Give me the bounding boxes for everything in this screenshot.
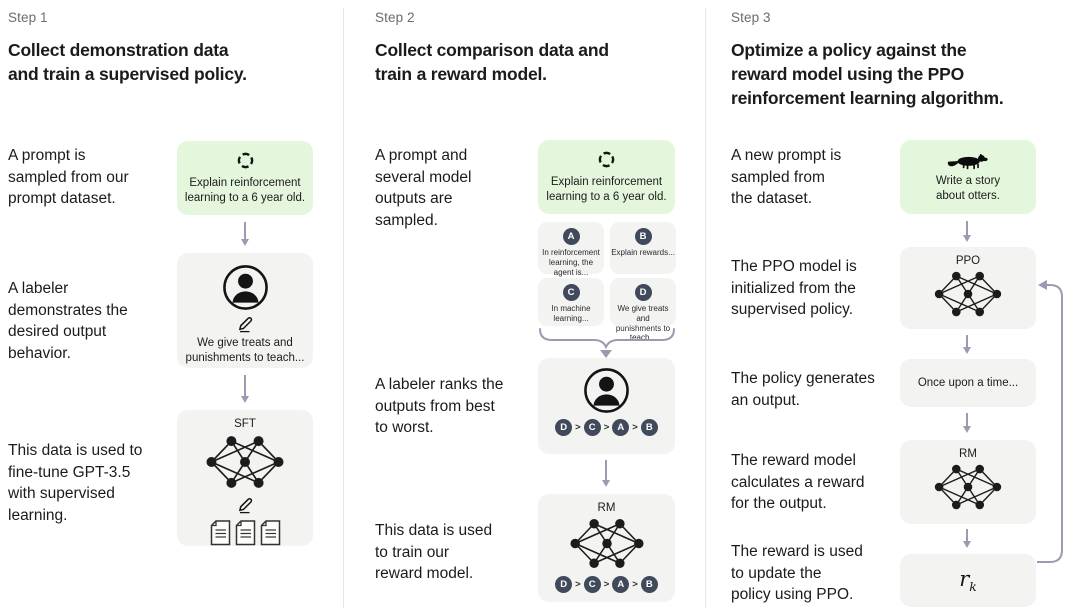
column-divider-2: [705, 8, 706, 608]
output-badge-b: B: [634, 228, 652, 245]
step1-prompt-card: Explain reinforcement learning to a 6 ye…: [177, 141, 313, 215]
column-divider-1: [343, 8, 344, 608]
output-card-c: C In machine learning...: [538, 278, 604, 326]
document-icon: [235, 520, 255, 546]
pencil-icon: [238, 316, 252, 333]
step3-ppo-model-card: PPO: [900, 247, 1036, 329]
neural-network-icon: [934, 464, 1002, 510]
step3-heading-line: reward model using the PPO: [731, 64, 965, 84]
step2-prompt-caption: A prompt and several model outputs are s…: [375, 147, 472, 229]
refresh-cycle-icon: [234, 150, 256, 171]
output-badge-d: D: [634, 284, 652, 301]
step1-heading: Collect demonstration data and train a s…: [8, 38, 247, 86]
step1-data-caption: This data is used to fine-tune GPT-3.5 w…: [8, 442, 143, 524]
step3-reward-caption: The reward model calculates a reward for…: [731, 452, 865, 512]
arrow-down: [244, 222, 246, 243]
step3-prompt-caption: A new prompt is sampled from the dataset…: [731, 147, 842, 207]
step2-rm-model-card: RM D > C > A > B: [538, 494, 675, 602]
step3-prompt-card: Write a story about otters.: [900, 140, 1036, 214]
neural-network-icon: [934, 271, 1002, 317]
labeler-person-icon: [222, 265, 268, 310]
step1-label: Step 1: [8, 10, 48, 25]
step1-labeler-caption: A labeler demonstrates the desired outpu…: [8, 280, 128, 362]
ranking-row: D > C > A > B: [555, 419, 658, 436]
step1-labeler-card: We give treats and punishments to teach.…: [177, 253, 313, 368]
documents-row: [210, 520, 281, 546]
reward-symbol: rk: [959, 566, 977, 595]
step1-sft-model-card: SFT: [177, 410, 313, 546]
document-icon: [260, 520, 280, 546]
prompt-card-text: Write a story about otters.: [935, 175, 1001, 202]
feedback-loop-arrow: [1037, 280, 1063, 563]
converge-brace-arrow: [539, 328, 675, 358]
step3-heading-line: Optimize a policy against the: [731, 40, 967, 60]
neural-network-icon: [205, 435, 285, 489]
rm-label: RM: [959, 448, 977, 460]
labeler-card-text: We give treats and punishments to teach.…: [185, 337, 305, 364]
prompt-card-text: Explain reinforcement learning to a 6 ye…: [546, 176, 667, 203]
neural-network-icon: [569, 518, 644, 569]
arrow-down: [605, 460, 607, 484]
arrow-down: [966, 221, 968, 239]
arrow-down: [966, 413, 968, 430]
refresh-cycle-icon: [596, 149, 617, 170]
step3-output-caption: The policy generates an output.: [731, 370, 875, 409]
step3-init-caption: The PPO model is initialized from the su…: [731, 258, 857, 318]
output-card-text: Once upon a time...: [917, 376, 1019, 389]
step2-heading-line: train a reward model.: [375, 64, 547, 84]
step2-rank-caption: A labeler ranks the outputs from best to…: [375, 376, 504, 436]
step1-prompt-caption: A prompt is sampled from our prompt data…: [8, 147, 129, 207]
step3-update-caption: The reward is used to update the policy …: [731, 543, 863, 603]
step2-ranking-card: D > C > A > B: [538, 358, 675, 454]
ranking-row: D > C > A > B: [555, 576, 658, 593]
otter-icon: [947, 153, 988, 170]
step2-data-caption: This data is used to train our reward mo…: [375, 522, 493, 582]
step1-heading-line: and train a supervised policy.: [8, 64, 247, 84]
arrow-down: [966, 335, 968, 351]
output-card-a: A In reinforcement learning, the agent i…: [538, 222, 604, 277]
step3-heading-line: reinforcement learning algorithm.: [731, 88, 1004, 108]
ppo-label: PPO: [955, 255, 981, 267]
step3-output-card: Once upon a time...: [900, 359, 1036, 407]
sft-label: SFT: [234, 418, 256, 430]
pencil-icon: [238, 497, 252, 514]
document-icon: [210, 520, 230, 546]
step3-reward-value-card: rk: [900, 554, 1036, 607]
step2-prompt-card: Explain reinforcement learning to a 6 ye…: [538, 140, 675, 214]
step3-heading: Optimize a policy against the reward mod…: [731, 38, 1004, 110]
step2-heading: Collect comparison data and train a rewa…: [375, 38, 609, 86]
output-card-d: D We give treats and punishments to teac…: [610, 278, 676, 342]
output-badge-c: C: [562, 284, 580, 301]
step2-label: Step 2: [375, 10, 415, 25]
arrow-down: [244, 375, 246, 400]
output-card-b: B Explain rewards...: [610, 222, 676, 274]
rm-label: RM: [597, 502, 616, 514]
step1-heading-line: Collect demonstration data: [8, 40, 229, 60]
labeler-person-icon: [584, 368, 629, 413]
step3-label: Step 3: [731, 10, 771, 25]
step2-heading-line: Collect comparison data and: [375, 40, 609, 60]
arrow-down: [966, 529, 968, 545]
output-badge-a: A: [562, 228, 580, 245]
prompt-card-text: Explain reinforcement learning to a 6 ye…: [184, 177, 306, 204]
step3-rm-model-card: RM: [900, 440, 1036, 524]
